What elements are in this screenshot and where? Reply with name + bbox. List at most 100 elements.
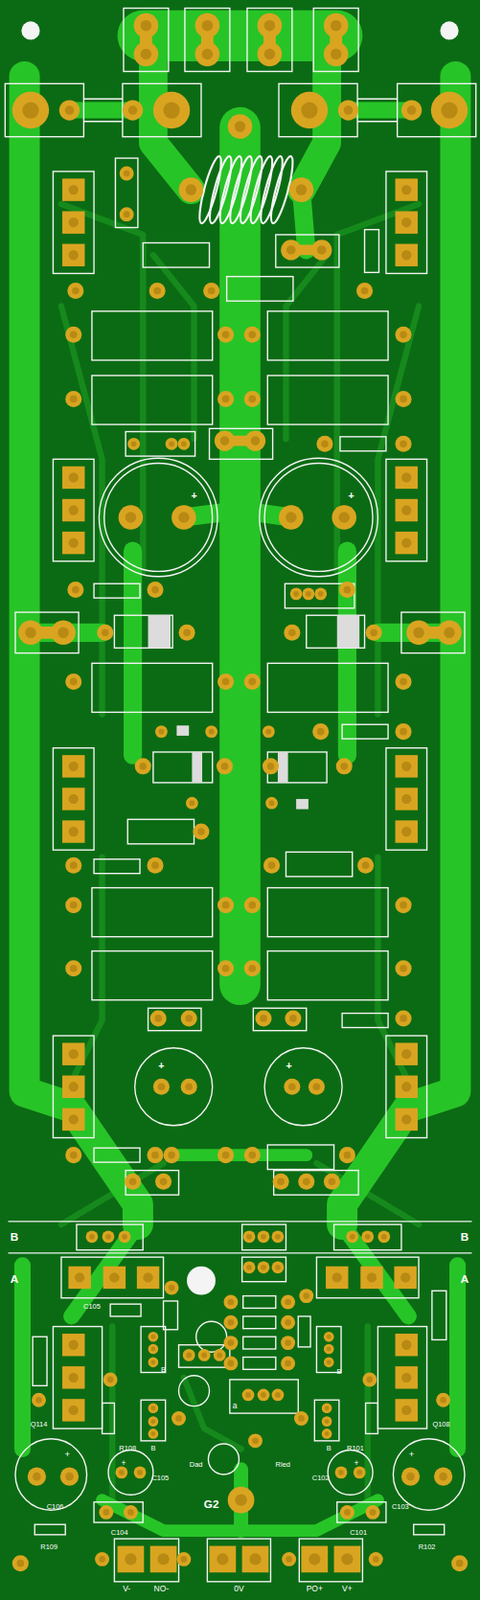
solder-pad	[323, 42, 349, 68]
silkscreen-outline	[365, 229, 380, 274]
silkscreen-outline	[32, 1336, 47, 1386]
solder-pad	[67, 282, 84, 299]
solder-pad	[164, 1280, 180, 1296]
square-pad	[395, 466, 418, 489]
pad-hole	[181, 1555, 188, 1563]
silkscreen-label: R108	[118, 1445, 137, 1453]
silkscreen-outline	[142, 242, 209, 268]
solder-pad	[280, 1335, 296, 1350]
square-pad	[137, 1266, 160, 1289]
solder-pad	[298, 1288, 314, 1303]
solder-pad	[248, 1433, 263, 1448]
solder-pad	[96, 624, 114, 641]
pad-hole	[302, 1177, 311, 1186]
solder-pad	[65, 673, 82, 690]
pad-hole	[157, 1553, 169, 1565]
silkscreen-outline	[242, 1257, 287, 1282]
pad-hole	[349, 1234, 356, 1240]
solder-pad	[149, 282, 166, 299]
silkscreen-outline	[91, 951, 213, 1001]
capacitor-outline	[108, 1449, 154, 1495]
square-pad	[395, 787, 418, 810]
pad-hole	[248, 678, 256, 686]
silkscreen-label: C105	[83, 1303, 101, 1311]
silkscreen-line	[8, 1220, 473, 1222]
pad-hole	[248, 901, 256, 910]
copper-trace	[24, 76, 138, 1225]
solder-pad	[171, 1411, 186, 1426]
pad-hole	[300, 101, 318, 118]
silkscreen-line	[83, 120, 123, 122]
pad-hole	[369, 628, 378, 637]
solder-pad	[323, 1331, 335, 1343]
pad-hole	[288, 1082, 297, 1091]
solder-pad	[244, 673, 261, 690]
solder-pad	[153, 91, 190, 129]
pad-hole	[150, 1347, 156, 1352]
pad-hole	[109, 1272, 119, 1282]
square-pad	[62, 531, 85, 554]
pad-hole	[68, 1372, 79, 1383]
pad-hole	[151, 861, 160, 869]
square-pad	[62, 178, 85, 201]
silkscreen-outline	[243, 1316, 276, 1329]
solder-pad	[118, 1230, 132, 1243]
solder-pad	[280, 239, 301, 260]
silkscreen-outline	[140, 1399, 166, 1441]
silkscreen-line	[83, 98, 123, 100]
solder-pad	[18, 620, 44, 646]
solder-pad	[395, 960, 412, 977]
silkscreen-label: B	[460, 1231, 469, 1243]
solder-pad	[94, 1552, 110, 1567]
pad-hole	[401, 1049, 412, 1059]
silkscreen-label: C101	[349, 1529, 367, 1536]
pad-hole	[274, 1234, 281, 1240]
pad-hole	[228, 1339, 235, 1347]
square-pad	[395, 531, 418, 554]
solder-pad	[357, 857, 374, 874]
silkscreen-outline	[252, 1007, 306, 1030]
solder-pad	[103, 1371, 118, 1387]
solder-pad	[86, 1230, 99, 1243]
solder-pad	[118, 504, 144, 530]
pad-hole	[159, 729, 165, 735]
silkscreen-label: +	[348, 489, 355, 501]
solder-pad	[321, 1428, 333, 1440]
square-pad	[117, 1546, 145, 1574]
silkscreen-outline	[122, 83, 202, 137]
solder-pad	[272, 1260, 285, 1274]
pad-hole	[248, 964, 256, 973]
pad-hole	[69, 964, 78, 973]
square-pad	[395, 499, 418, 522]
square-pad	[393, 1266, 416, 1289]
silkscreen-outline	[297, 1316, 311, 1348]
pad-hole	[162, 101, 180, 118]
square-pad	[325, 1266, 348, 1289]
silkscreen-line	[8, 1252, 473, 1254]
pad-hole	[127, 1508, 135, 1516]
solder-pad	[135, 757, 152, 775]
pad-hole	[401, 761, 412, 772]
capacitor-outline	[327, 1449, 373, 1495]
copper-trace	[285, 254, 327, 439]
silkscreen-label: NO-	[154, 1584, 170, 1594]
pad-hole	[328, 1177, 337, 1186]
solder-pad	[316, 435, 333, 453]
silkscreen-label: R109	[40, 1543, 58, 1551]
silkscreen-label: B	[336, 1369, 342, 1376]
solder-pad	[148, 1344, 160, 1355]
solder-pad	[148, 1331, 160, 1343]
solder-pad	[395, 896, 412, 914]
pad-hole	[129, 1177, 138, 1186]
solder-pad	[377, 1230, 390, 1243]
silkscreen-outline	[4, 83, 84, 137]
mounting-hole	[439, 21, 458, 40]
copper-trace	[61, 857, 103, 1103]
pad-hole	[343, 586, 352, 595]
solder-pad	[406, 620, 432, 646]
pad-hole	[285, 1555, 293, 1563]
capacitor-outline	[15, 1439, 88, 1511]
pad-hole	[399, 678, 408, 686]
